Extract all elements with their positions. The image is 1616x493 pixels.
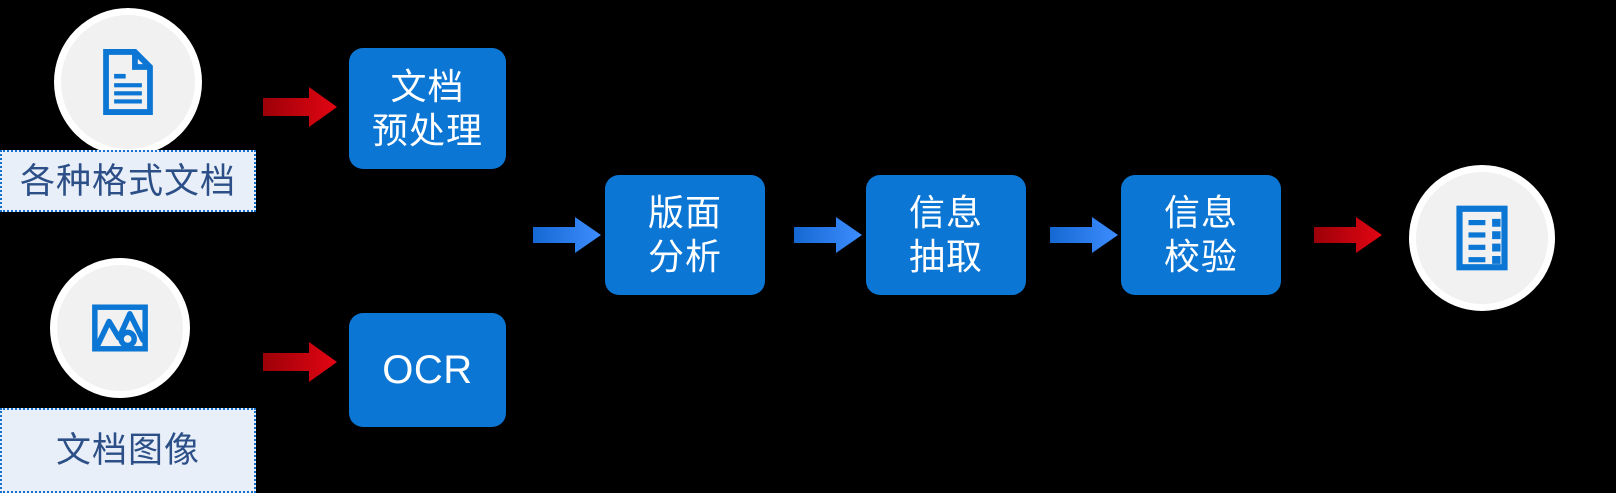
input-document-label-box[interactable]: 各种格式文档: [0, 150, 256, 212]
stage-preprocess-line-2: 预处理: [371, 109, 483, 151]
image-icon: [85, 293, 155, 363]
input-document-label: 各种格式文档: [19, 161, 236, 201]
output-result-circle[interactable]: [1409, 165, 1555, 311]
input-image-circle[interactable]: [50, 258, 190, 398]
stage-ocr[interactable]: OCR: [349, 313, 506, 427]
stage-ocr-label: OCR: [382, 347, 473, 392]
blue-arrow-to-extract: [792, 213, 864, 257]
stage-verify-line-1: 信息: [1163, 192, 1238, 234]
form-list-icon: [1446, 202, 1518, 274]
document-icon: [91, 45, 165, 119]
stage-information-extraction[interactable]: 信息 抽取: [866, 175, 1026, 295]
stage-preprocess-line-1: 文档: [390, 65, 465, 107]
stage-extract-line-2: 抽取: [908, 236, 983, 277]
red-arrow-to-preprocess: [261, 85, 339, 129]
stage-layout-line-2: 分析: [647, 236, 722, 277]
input-image-label: 文档图像: [55, 431, 200, 470]
blue-arrow-to-verify: [1048, 213, 1120, 257]
stage-information-verification[interactable]: 信息 校验: [1121, 175, 1281, 295]
input-document-circle[interactable]: [54, 8, 202, 156]
stage-extract-line-1: 信息: [908, 192, 983, 234]
stage-layout-line-1: 版面: [647, 192, 722, 234]
red-arrow-to-ocr: [261, 340, 339, 384]
blue-arrow-to-layout: [531, 213, 603, 257]
stage-layout-analysis[interactable]: 版面 分析: [605, 175, 765, 295]
input-image-label-box[interactable]: 文档图像: [0, 408, 256, 493]
stage-preprocess[interactable]: 文档 预处理: [349, 48, 506, 169]
red-arrow-to-output: [1312, 213, 1384, 257]
stage-verify-line-2: 校验: [1163, 236, 1238, 277]
